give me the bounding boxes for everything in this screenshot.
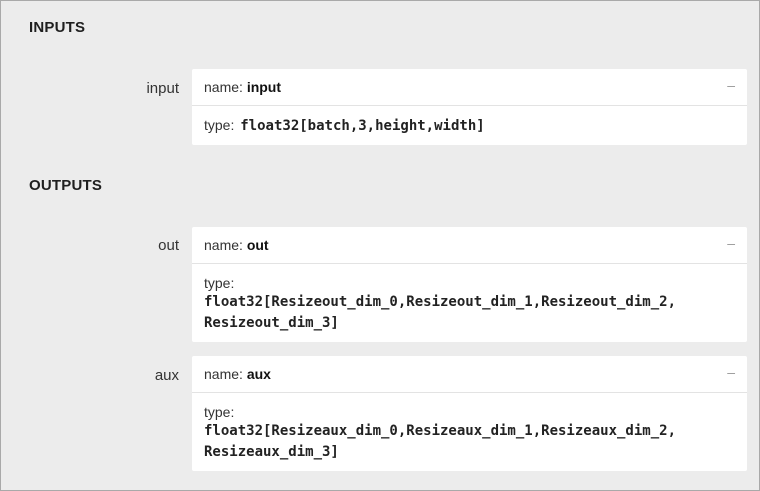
outputs-section-title: OUTPUTS [29,177,103,194]
input-row-label: input [146,80,179,97]
name-prefix: name: [204,366,243,382]
input-card-header[interactable]: name: input – [192,69,747,106]
out-row-label: out [158,237,179,254]
out-type-row: type: float32[Resizeout_dim_0,Resizeout_… [192,264,747,342]
collapse-icon[interactable]: – [727,77,735,93]
aux-row-label: aux [154,367,179,384]
collapse-icon[interactable]: – [727,364,735,380]
aux-card-header[interactable]: name: aux – [192,356,747,393]
type-prefix: type: [204,275,235,291]
aux-type-row: type: float32[Resizeaux_dim_0,Resizeaux_… [192,393,747,471]
name-prefix: name: [204,79,243,95]
name-prefix: name: [204,237,243,253]
type-prefix: type: [204,404,235,420]
type-prefix: type: [204,117,235,133]
aux-name-value: aux [246,366,271,382]
input-name-value: input [246,79,282,95]
out-card-header[interactable]: name: out – [192,227,747,264]
aux-type-value-line1: float32[Resizeaux_dim_0,Resizeaux_dim_1,… [204,423,677,439]
out-type-value-line1: float32[Resizeout_dim_0,Resizeout_dim_1,… [204,294,677,310]
out-type-value-line2: Resizeout_dim_3] [204,315,339,331]
out-name-value: out [246,237,269,253]
input-type-value: float32[batch,3,height,width] [240,118,485,134]
inputs-section-title: INPUTS [29,19,86,36]
collapse-icon[interactable]: – [727,235,735,251]
aux-type-value-line2: Resizeaux_dim_3] [204,444,339,460]
input-type-row: type: float32[batch,3,height,width] [192,106,747,145]
aux-card[interactable]: name: aux – type: float32[Resizeaux_dim_… [192,356,747,471]
out-card[interactable]: name: out – type: float32[Resizeout_dim_… [192,227,747,342]
input-card[interactable]: name: input – type: float32[batch,3,heig… [192,69,747,145]
